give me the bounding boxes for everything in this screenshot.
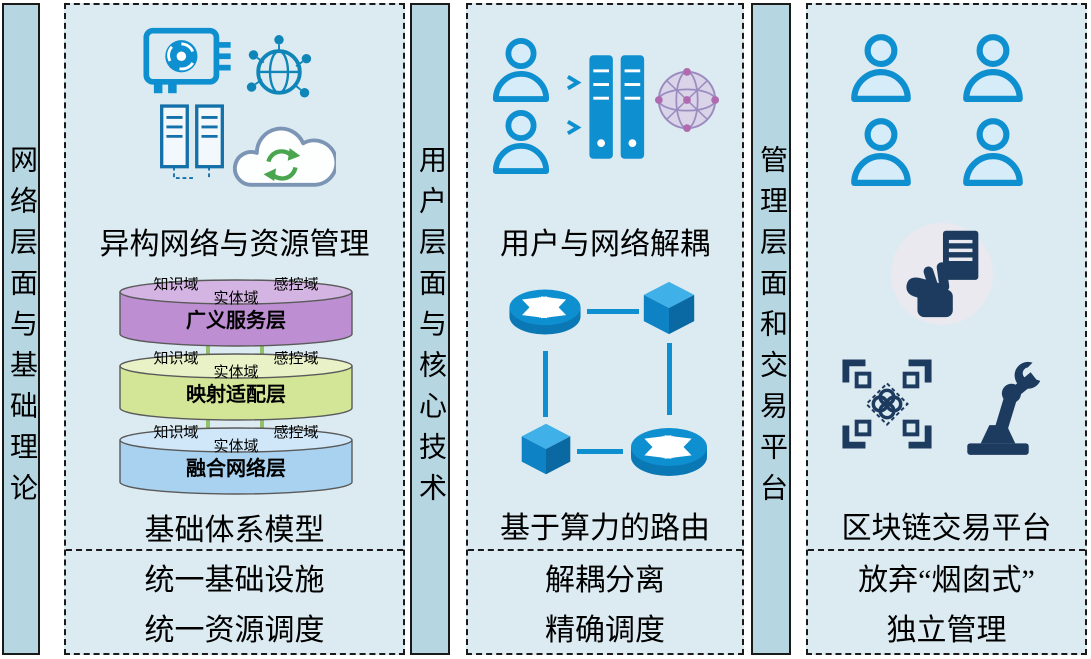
svg-text:实体域: 实体域: [213, 364, 258, 381]
network-globe-icon: [246, 35, 312, 98]
person-icon: [492, 38, 550, 102]
caption-blockchain-platform: 区块链交易平台: [841, 512, 1052, 545]
svg-text:实体域: 实体域: [213, 290, 258, 307]
footer-line: 放弃“烟囱式”: [858, 564, 1035, 597]
svg-text:知识域: 知识域: [153, 277, 198, 293]
person-icon: [492, 110, 550, 174]
caption-heterogeneous-management: 异构网络与资源管理: [99, 228, 370, 261]
person-icon: [851, 118, 911, 186]
mesh-globe-icon: [654, 67, 720, 133]
footer-line: 统一资源调度: [144, 614, 325, 647]
person-icon: [963, 34, 1023, 102]
switch-cube-icon: [521, 423, 571, 475]
footer-decoupling-scheduling: 解耦分离 精确调度: [468, 549, 742, 653]
svg-text:实体域: 实体域: [213, 438, 258, 455]
topology-link: [577, 449, 623, 454]
person-icon: [963, 118, 1023, 186]
svg-text:感控域: 感控域: [273, 277, 318, 293]
svg-text:广义服务层: 广义服务层: [186, 308, 286, 332]
section-bar-label: 用户层面与核心技术: [415, 144, 446, 514]
server-racks-icon: [566, 55, 645, 159]
section-bar-label: 管理层面和交易平台: [756, 144, 787, 514]
section-bar-management-layer: 管理层面和交易平台: [751, 3, 791, 655]
person-icon: [851, 34, 911, 102]
router-icon: [631, 428, 707, 476]
topology-link: [587, 309, 639, 314]
panel-trading-platform: 区块链交易平台 放弃“烟囱式” 独立管理: [806, 3, 1087, 655]
cloud-sync-icon: [232, 126, 336, 187]
caption-base-model: 基础体系模型: [144, 514, 325, 547]
footer-abandon-silos: 放弃“烟囱式” 独立管理: [808, 549, 1085, 653]
svg-text:感控域: 感控域: [273, 425, 318, 441]
svg-text:知识域: 知识域: [153, 351, 198, 367]
switch-cube-icon: [643, 281, 695, 335]
server-towers-icon: [160, 104, 224, 179]
topology-link: [543, 351, 548, 417]
footer-line: 独立管理: [886, 614, 1007, 647]
cylinder-tier-network: 知识域 感控域 实体域 融合网络层: [119, 425, 353, 495]
hand-document-icon: [890, 222, 994, 326]
nic-card-icon: [143, 27, 231, 94]
footer-line: 精确调度: [545, 614, 665, 647]
section-bar-label: 网络层面与基础理论: [6, 144, 37, 514]
svg-text:映射适配层: 映射适配层: [186, 382, 286, 406]
robot-arm-icon: [967, 361, 1041, 455]
footer-unified-infrastructure: 统一基础设施 统一资源调度: [66, 549, 403, 653]
section-bar-network-layer: 网络层面与基础理论: [2, 3, 40, 655]
cylinder-tier-service: 知识域 感控域 实体域 广义服务层: [119, 277, 353, 347]
svg-text:知识域: 知识域: [153, 425, 198, 441]
router-icon: [509, 289, 581, 335]
caption-user-network-decoupling: 用户与网络解耦: [500, 228, 710, 261]
cylinder-tier-mapping: 知识域 感控域 实体域 映射适配层: [119, 351, 353, 421]
blockchain-scan-icon: [842, 359, 932, 449]
layer-model: 知识域 感控域 实体域 广义服务层 知识域 感控域 实体域 映射适配层 知识域 …: [114, 277, 358, 499]
panel-network-infrastructure: 异构网络与资源管理 知识域 感控域 实体域 广义服务层 知识域 感控域 实体域: [64, 3, 405, 655]
caption-computing-power-routing: 基于算力的路由: [500, 512, 710, 545]
footer-line: 解耦分离: [545, 564, 665, 597]
routing-topology: [489, 273, 725, 493]
svg-text:融合网络层: 融合网络层: [186, 456, 286, 480]
svg-text:感控域: 感控域: [273, 351, 318, 367]
topology-link: [667, 343, 672, 415]
footer-line: 统一基础设施: [144, 564, 325, 597]
section-bar-user-layer: 用户层面与核心技术: [410, 3, 450, 655]
panel-user-core-tech: 用户与网络解耦: [466, 3, 744, 655]
